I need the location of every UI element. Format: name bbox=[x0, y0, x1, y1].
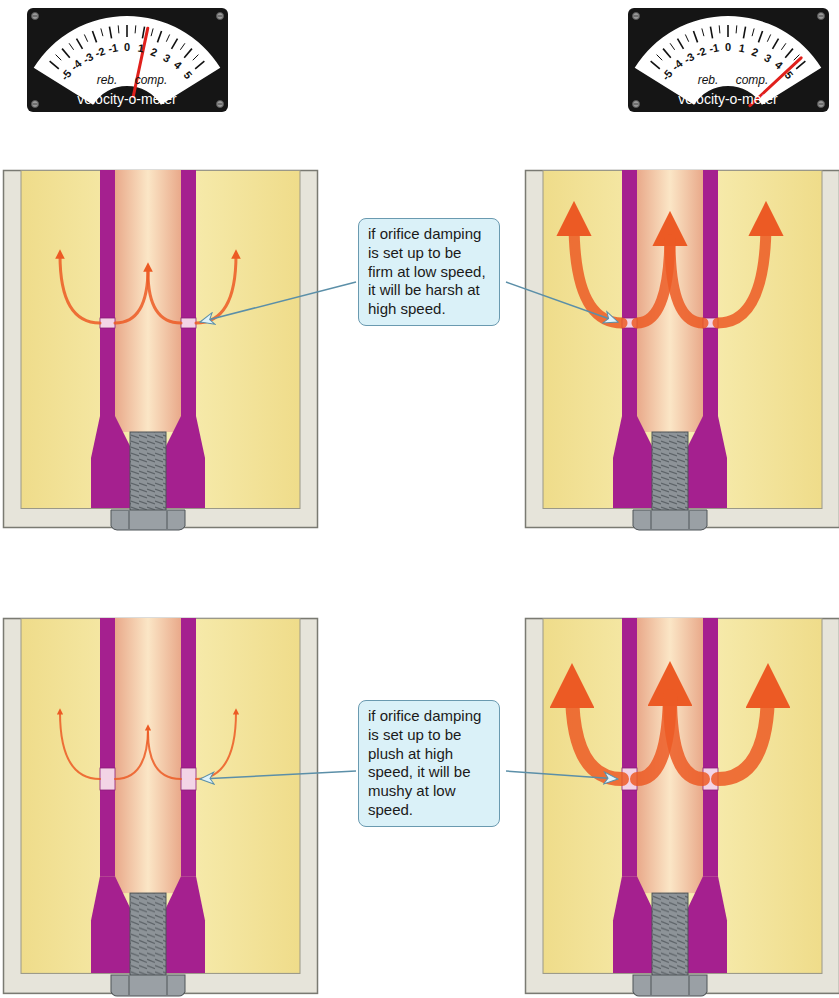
velocity-gauge: reb.comp.velocity-o-meter-5-4-3-2-101234… bbox=[628, 8, 829, 112]
gauge-title: velocity-o-meter bbox=[678, 91, 778, 107]
gauge-title: velocity-o-meter bbox=[77, 91, 177, 107]
callout-box: if orifice damping is set up to be firm … bbox=[358, 218, 500, 326]
velocity-gauge: reb.comp.velocity-o-meter-5-4-3-2-101234… bbox=[27, 8, 228, 112]
gauge-scale-label: reb. bbox=[698, 73, 719, 87]
gauge-scale-label: comp. bbox=[736, 73, 769, 87]
scale-number: 0 bbox=[124, 41, 130, 53]
gauge-scale-label: comp. bbox=[135, 73, 168, 87]
callout-box: if orifice damping is set up to be plush… bbox=[358, 700, 500, 827]
gauge-scale-label: reb. bbox=[97, 73, 118, 87]
callout-text: if orifice damping is set up to be plush… bbox=[368, 707, 490, 820]
callout-text: if orifice damping is set up to be firm … bbox=[368, 225, 490, 319]
scale-number: 0 bbox=[725, 41, 731, 53]
